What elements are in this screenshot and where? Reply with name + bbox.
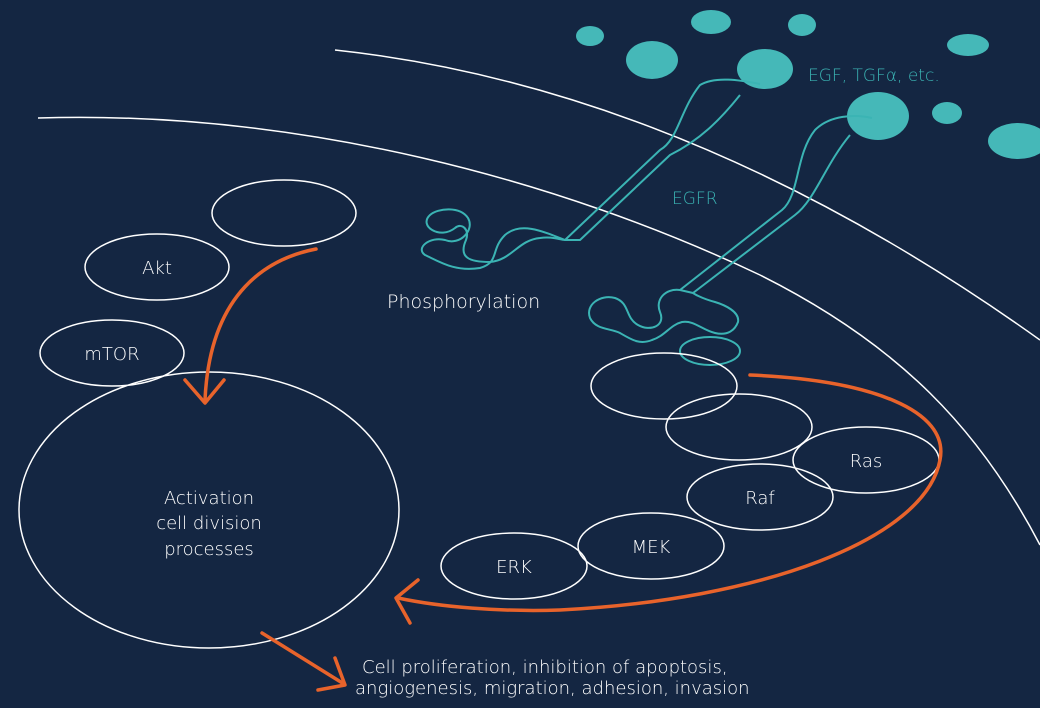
outer-membrane-line: [334, 49, 1040, 341]
outcome-arrowhead: [316, 656, 347, 692]
pi3k-arrowhead: [183, 378, 226, 405]
phosphorylation-label: Phosphorylation: [387, 291, 540, 313]
nucleus-label-line-2: cell division: [156, 513, 262, 534]
ras-label: Ras: [850, 451, 883, 472]
ligand-molecules: [576, 10, 1040, 159]
mtor-label: mTOR: [84, 344, 139, 365]
pi3k-to-nucleus-arrow: [203, 247, 318, 402]
egfr-receptor-1: [420, 78, 761, 270]
nucleus-node: [18, 371, 400, 649]
signal-arrows: [183, 247, 943, 692]
inner-membrane-line: [37, 116, 1040, 546]
ligand-circle: [847, 92, 909, 140]
egfr-receptor-2: [588, 115, 873, 366]
mtor-node: [39, 319, 185, 387]
ligand-circle: [691, 10, 731, 34]
outcome-label-line-1: Cell proliferation, inhibition of apopto…: [362, 657, 728, 678]
ligand-circle: [932, 102, 962, 124]
nucleus-label-line-1: Activation: [164, 488, 254, 509]
raf-node: [686, 463, 834, 531]
adaptor-node-1: [590, 352, 738, 420]
ligand-label: EGF, TGFα, etc.: [808, 66, 940, 86]
akt-label: Akt: [142, 258, 172, 279]
receptor-label: EGFR: [672, 189, 718, 209]
nucleus-label-line-3: processes: [164, 539, 254, 560]
ligand-circle: [626, 41, 678, 79]
mapk-arrowhead: [394, 578, 420, 625]
pi3k-top-node: [211, 179, 357, 247]
ligand-circle: [947, 34, 989, 56]
ligand-circle: [576, 26, 604, 46]
ligand-circle: [737, 49, 793, 89]
mek-node: [577, 512, 725, 580]
erk-label: ERK: [496, 557, 532, 578]
nucleus-to-outcome-arrow: [260, 631, 346, 686]
ligand-circle: [788, 14, 816, 36]
raf-label: Raf: [745, 488, 775, 509]
mapk-to-nucleus-arrow: [396, 373, 943, 613]
pathway-nodes: [18, 179, 940, 649]
outcome-label-line-2: angiogenesis, migration, adhesion, invas…: [355, 678, 750, 699]
erk-node: [440, 532, 588, 600]
akt-node: [84, 233, 230, 301]
adaptor-node-2: [665, 393, 813, 461]
mek-label: MEK: [632, 537, 671, 558]
ligand-circle: [988, 123, 1040, 159]
